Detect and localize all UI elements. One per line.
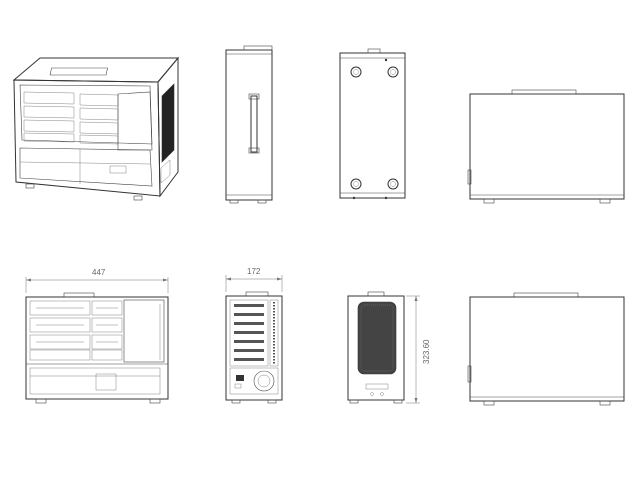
side-view-mesh: 323.60 [347, 291, 431, 404]
side-view-closed [467, 89, 625, 204]
iso-side-vent [161, 83, 175, 163]
width-dimension: 447 [25, 268, 169, 293]
narrow-side-view-handle [225, 45, 273, 204]
front-gpu-slots [29, 300, 123, 361]
rear-psu [229, 367, 279, 395]
rear-io-ports [229, 299, 279, 367]
foot-circles [350, 66, 399, 190]
front-view-open: 447 [25, 268, 169, 404]
side-mesh-vent [357, 301, 397, 375]
width-dimension-label: 447 [92, 268, 106, 277]
depth-dimension-label: 172 [247, 267, 261, 276]
rear-view: 172 [225, 267, 283, 404]
height-dimension-label: 323.60 [422, 339, 431, 364]
isometric-view [12, 56, 180, 201]
depth-dimension: 172 [225, 267, 283, 292]
iso-gpu-slots-left [23, 91, 75, 143]
height-dimension: 323.60 [406, 295, 431, 404]
iso-gpu-slots-right [79, 93, 119, 145]
bottom-view-feet [339, 48, 406, 200]
side-view-closed-2 [467, 292, 625, 406]
